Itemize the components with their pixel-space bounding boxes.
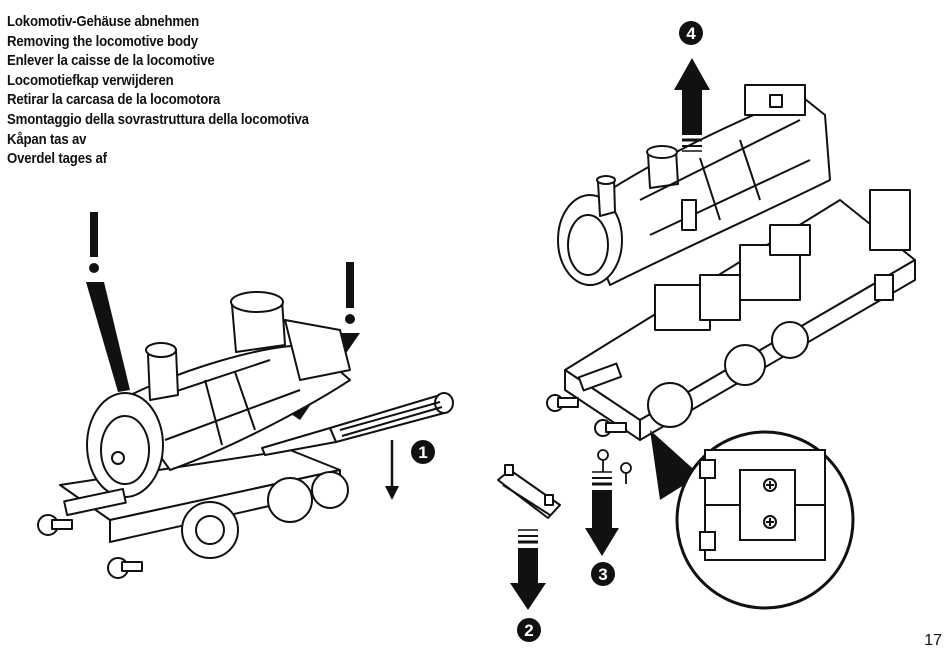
locomotive-chassis-illustration [546, 189, 916, 441]
step-1-number: 1 [418, 443, 427, 462]
title-swedish: Kåpan tas av [7, 130, 87, 148]
warning-icon-left [86, 212, 130, 392]
step-1-indicator: 1 [385, 440, 435, 500]
screwdriver-icon [261, 392, 454, 456]
title-french: Enlever la caisse de la locomotive [7, 52, 215, 70]
title-danish: Overdel tages af [7, 150, 107, 168]
locomotive-left-illustration [37, 212, 454, 579]
title-german: Lokomotiv-Gehäuse abnehmen [7, 13, 200, 30]
title-english: Removing the locomotive body [7, 32, 198, 50]
step-2-indicator: 2 [510, 529, 546, 642]
step-4-number: 4 [686, 24, 696, 43]
step-3-indicator: 3 [585, 471, 619, 586]
page-number: 17 [924, 632, 942, 649]
step-3-number: 3 [598, 565, 607, 584]
instruction-titles: Lokomotiv-Gehäuse abnehmen Removing the … [7, 12, 350, 169]
step-4-indicator: 4 [674, 21, 710, 152]
title-italian: Smontaggio della sovrastruttura della lo… [7, 110, 309, 128]
step-2-number: 2 [524, 621, 533, 640]
title-spanish: Retirar la carcasa de la locomotora [7, 91, 221, 109]
title-dutch: Locomotiefkap verwijderen [7, 71, 174, 89]
screw-icons [597, 449, 632, 484]
detail-callout [650, 430, 855, 610]
clip-part-icon [497, 464, 561, 519]
locomotive-body-removed-illustration [557, 84, 831, 286]
